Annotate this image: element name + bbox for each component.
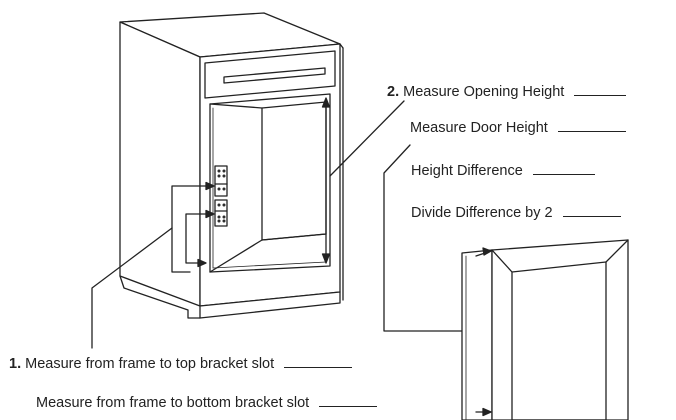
cabinet-base-front bbox=[199, 291, 341, 319]
door-front bbox=[491, 239, 629, 420]
step2-opening-height-label: 2. Measure Opening Height bbox=[387, 83, 627, 101]
divide-difference-label: Divide Difference by 2 bbox=[411, 204, 621, 222]
step2-number: 2. bbox=[387, 84, 400, 100]
opening-height-text: Measure Opening Height bbox=[403, 84, 565, 100]
cabinet-door bbox=[461, 239, 629, 420]
door-height-leader bbox=[383, 144, 463, 332]
answer-blank bbox=[562, 204, 621, 217]
height-difference-text: Height Difference bbox=[411, 163, 523, 179]
answer-blank bbox=[557, 119, 626, 132]
step1-number: 1. bbox=[9, 356, 22, 372]
door-height-text: Measure Door Height bbox=[410, 120, 548, 136]
bottom-bracket-label: Measure from frame to bottom bracket slo… bbox=[36, 394, 378, 412]
bottom-bracket-text: Measure from frame to bottom bracket slo… bbox=[36, 395, 310, 411]
cabinet-toe-kick bbox=[119, 275, 201, 319]
hinge-bracket-plate bbox=[214, 165, 228, 227]
top-bracket-text: Measure from frame to top bracket slot bbox=[25, 356, 275, 372]
step1-top-bracket-label: 1. Measure from frame to top bracket slo… bbox=[9, 355, 353, 373]
door-edge bbox=[461, 249, 493, 420]
divide-difference-text: Divide Difference by 2 bbox=[411, 205, 553, 221]
bracket-slot-leaders bbox=[91, 181, 215, 349]
door-height-label: Measure Door Height bbox=[410, 119, 626, 137]
door-raised-panel bbox=[511, 261, 607, 420]
cabinet-opening bbox=[209, 93, 331, 273]
base-cabinet bbox=[119, 12, 344, 319]
answer-blank bbox=[574, 83, 627, 96]
drawer-pull bbox=[223, 67, 326, 84]
answer-blank bbox=[532, 162, 595, 175]
height-difference-label: Height Difference bbox=[411, 162, 595, 180]
answer-blank bbox=[319, 394, 378, 407]
opening-height-arrow bbox=[321, 97, 331, 264]
answer-blank bbox=[284, 355, 353, 368]
opening-height-leader bbox=[329, 100, 405, 177]
